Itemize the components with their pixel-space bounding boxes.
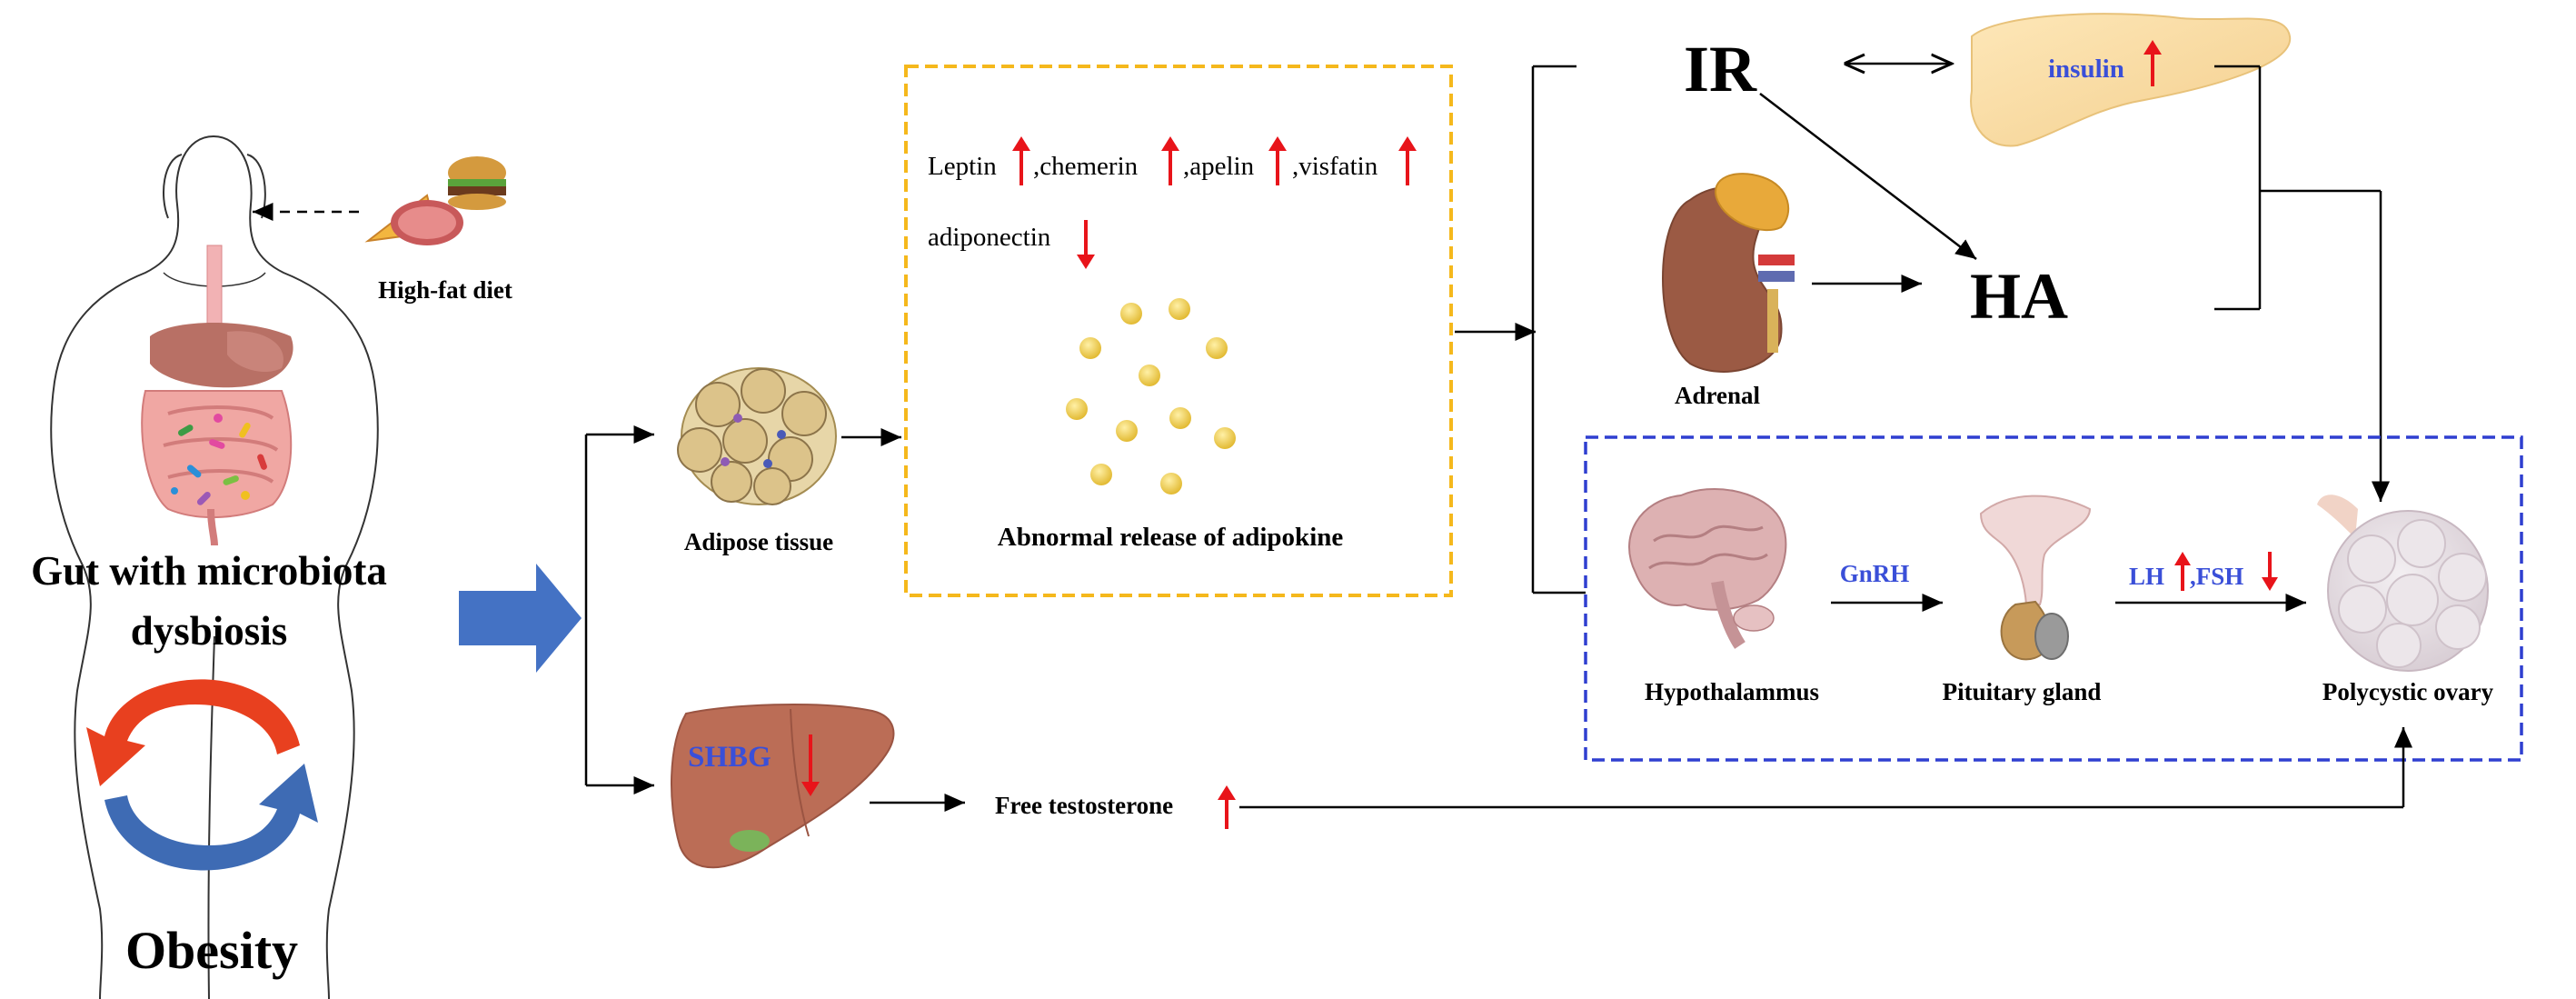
visfatin-label: ,visfatin: [1292, 152, 1378, 181]
free-testosterone-label: Free testosterone: [995, 792, 1173, 819]
big-right-arrow: [459, 564, 582, 673]
leptin-label: Leptin: [928, 152, 997, 181]
chemerin-up-arrow: [1161, 136, 1179, 185]
gut-label-line2: dysbiosis: [131, 608, 288, 654]
high-fat-diet-icon: [364, 156, 506, 245]
insulin-label: insulin: [2048, 55, 2124, 84]
lh-up-arrow: [2174, 552, 2191, 591]
ir-label: IR: [1684, 33, 1757, 105]
shbg-down-arrow: [801, 734, 820, 796]
fsh-label: ,FSH: [2190, 563, 2243, 590]
insulin-up-arrow: [2143, 40, 2162, 86]
pituitary-label: Pituitary gland: [1943, 678, 2102, 705]
abnormal-release-label: Abnormal release of adipokine: [998, 523, 1344, 552]
apelin-label: ,apelin: [1183, 152, 1255, 181]
apelin-up-arrow: [1268, 136, 1287, 185]
visfatin-up-arrow: [1398, 136, 1417, 185]
gnrh-label: GnRH: [1840, 560, 1910, 587]
adipokine-particles-icon: [1066, 298, 1236, 495]
high-fat-diet-label: High-fat diet: [378, 276, 512, 304]
fsh-down-arrow: [2262, 552, 2278, 591]
lh-label: LH: [2129, 563, 2164, 590]
branch-connector: [584, 425, 654, 794]
vicious-cycle-icon: [86, 679, 318, 871]
adipokine-box: [904, 65, 1453, 597]
pancreas-icon: [1970, 13, 2292, 147]
gut-label-line1: Gut with microbiota: [31, 548, 387, 594]
adrenal-kidney-icon: [1662, 173, 1795, 373]
right-bracket-connector: [1531, 65, 1586, 594]
adipokine-list: Leptin ,chemerin ,apelin ,visfatin adipo…: [928, 136, 1417, 269]
ir-to-ha-arrow: [1759, 93, 1977, 260]
hpo-axis-box: [1584, 435, 2523, 762]
chemerin-label: ,chemerin: [1033, 152, 1139, 181]
adiponectin-down-arrow: [1077, 220, 1095, 269]
obesity-label: Obesity: [125, 921, 298, 980]
pituitary-gland-icon: [1979, 495, 2092, 661]
leptin-up-arrow: [1012, 136, 1030, 185]
adiponectin-label: adiponectin: [928, 223, 1051, 252]
adipose-tissue-icon: [677, 367, 837, 505]
body-silhouette-illustration: [50, 135, 379, 999]
hypothalamus-brain-icon: [1628, 487, 1787, 649]
hypothalamus-label: Hypothalammus: [1645, 678, 1819, 705]
free-t-to-ovary-connector: [1239, 727, 2412, 809]
adipose-tissue-label: Adipose tissue: [684, 528, 833, 555]
adrenal-label: Adrenal: [1675, 382, 1761, 409]
polycystic-ovary-label: Polycystic ovary: [2322, 678, 2494, 705]
shbg-label: SHBG: [688, 741, 771, 774]
microbiota-icons: [171, 414, 267, 505]
liver-icon: [670, 703, 895, 869]
converge-bracket: [2214, 65, 2390, 502]
polycystic-ovary-icon: [2317, 495, 2489, 672]
ha-label: HA: [1970, 260, 2068, 333]
free-testosterone-up-arrow: [1218, 785, 1236, 829]
